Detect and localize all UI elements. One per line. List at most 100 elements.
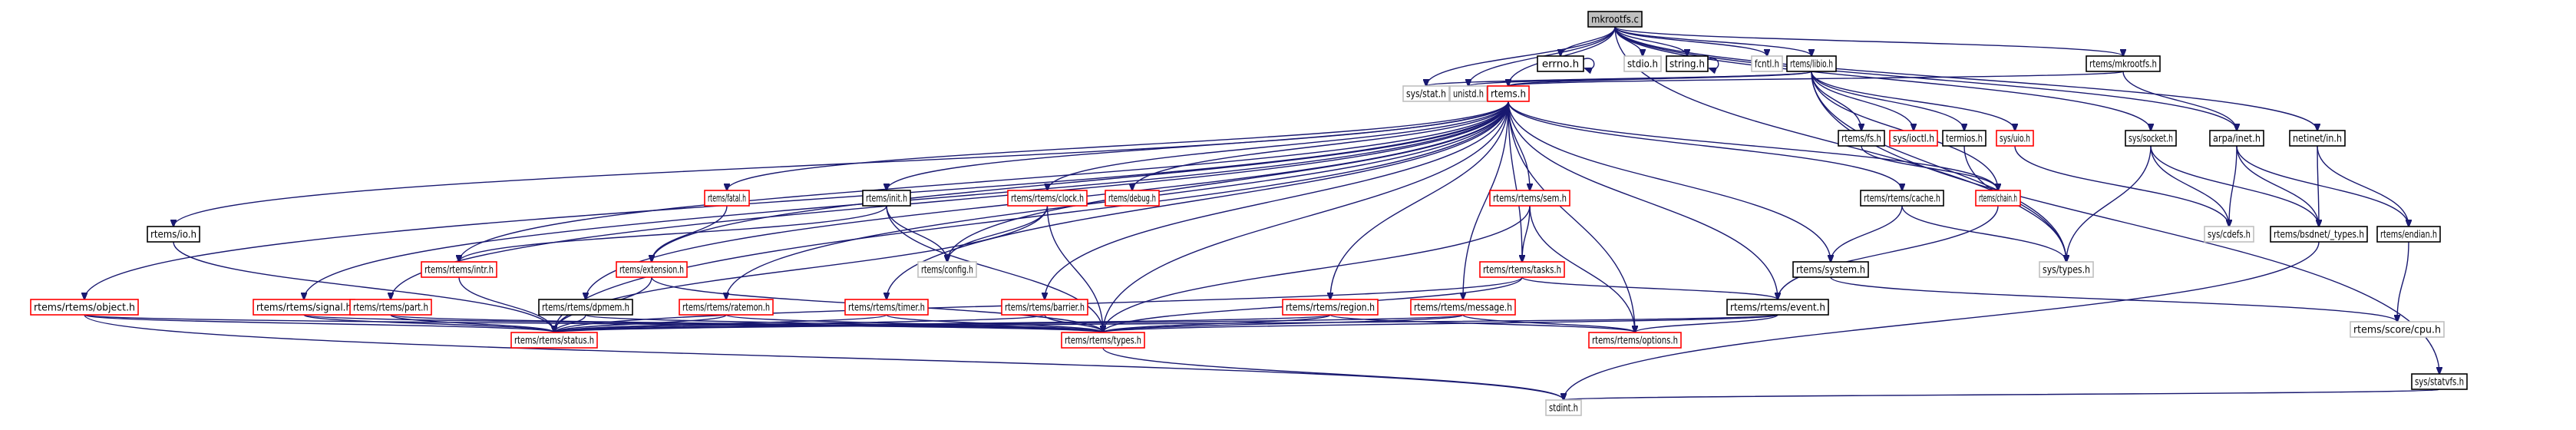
node-label: string.h [1669,58,1705,71]
node-part-h[interactable]: rtems/rtems/part.h [349,299,432,316]
node-sys-types-h[interactable]: sys/types.h [2039,261,2094,278]
node-label: rtems/rtems/status.h [514,335,594,347]
node-label: mkrootfs.c [1591,14,1639,26]
edge-mkrootfs_c-to-socket_h [1614,26,2151,131]
node-label: rtems/rtems/types.h [1065,335,1141,347]
node-debug-h[interactable]: rtems/debug.h [1105,190,1160,207]
node-chain-h[interactable]: rtems/chain.h [1975,190,2021,207]
node-label: rtems/rtems/region.h [1286,302,1375,314]
node-string-h[interactable]: string.h [1666,55,1709,72]
node-event-h[interactable]: rtems/rtems/event.h [1726,299,1829,316]
node-box [1588,332,1682,349]
node-config-h[interactable]: rtems/config.h [917,261,977,278]
edge-event_h-to-types_h [1103,314,1778,332]
node-errno-h[interactable]: errno.h [1537,55,1584,72]
node-label: rtems/rtems/options.h [1592,335,1678,347]
node-label: rtems/rtems/timer.h [848,302,925,314]
node-uio-h[interactable]: sys/uio.h [1996,130,2034,147]
node-label: arpa/inet.h [2213,133,2261,145]
edge-uio_h-to-sys_cdefs_h [2014,145,2229,227]
node-box [2204,226,2254,243]
node-sys-stat-h[interactable]: sys/stat.h [1402,85,1450,102]
edge-cache_h-to-system_h [1831,205,1903,262]
node-fatal-h[interactable]: rtems/fatal.h [704,190,750,207]
node-barrier-h[interactable]: rtems/rtems/barrier.h [1001,299,1088,316]
node-bsdnet-types-h[interactable]: rtems/bsdnet/_types.h [2270,226,2368,243]
node-stdint-h[interactable]: stdint.h [1545,399,1582,416]
node-endian-h[interactable]: rtems/endian.h [2376,226,2441,243]
node-box [679,299,774,316]
node-unistd-h[interactable]: unistd.h [1449,85,1488,102]
node-system-h[interactable]: rtems/system.h [1792,261,1869,278]
node-fcntl-h[interactable]: fcntl.h [1751,55,1783,72]
node-label: rtems/rtems/intr.h [424,264,494,276]
node-statvfs-h[interactable]: sys/statvfs.h [2411,373,2468,390]
node-sem-h[interactable]: rtems/rtems/sem.h [1489,190,1570,207]
node-mkrootfs-h[interactable]: rtems/mkrootfs.h [2086,55,2161,72]
node-box [1410,299,1516,316]
node-signal-h[interactable]: rtems/rtems/signal.h [253,299,355,316]
node-options-h[interactable]: rtems/rtems/options.h [1588,332,1682,349]
node-box [1489,190,1570,207]
edge-rtems_h-to-config_h [947,101,1509,262]
edge-init_h-to-types_h [886,205,1103,332]
edge-rtems_h-to-intr_h [459,101,1509,262]
edge-mkrootfs_c-to-netinet_in_h [1614,26,2317,131]
node-timer-h[interactable]: rtems/rtems/timer.h [844,299,929,316]
node-label: rtems/chain.h [1979,193,2017,205]
node-extension-h[interactable]: rtems/extension.h [616,261,688,278]
node-intr-h[interactable]: rtems/rtems/intr.h [421,261,497,278]
node-box [1061,332,1145,349]
edges-layer [84,26,2439,400]
node-score-cpu-h[interactable]: rtems/score/cpu.h [2350,321,2445,338]
node-label: rtems/fs.h [1841,133,1881,145]
node-io-h[interactable]: rtems/io.h [147,226,200,243]
node-cache-h[interactable]: rtems/rtems/cache.h [1860,190,1944,207]
node-dpmem-h[interactable]: rtems/rtems/dpmem.h [538,299,633,316]
edge-sem_h-to-tasks_h [1522,205,1531,262]
node-types-h[interactable]: rtems/rtems/types.h [1061,332,1145,349]
node-region-h[interactable]: rtems/rtems/region.h [1282,299,1379,316]
node-socket-h[interactable]: sys/socket.h [2125,130,2177,147]
node-label: rtems/rtems/event.h [1730,302,1825,314]
node-libio-h[interactable]: rtems/libio.h [1786,55,1837,72]
edge-barrier_h-to-status_h [554,314,1045,332]
node-label: rtems/rtems/signal.h [256,302,352,314]
edge-rtems_h-to-event_h [1508,101,1778,299]
node-label: fcntl.h [1755,58,1779,71]
node-termios-h[interactable]: termios.h [1942,130,1986,147]
edge-endian_h-to-score_cpu_h [2397,241,2409,322]
node-object-h[interactable]: rtems/rtems/object.h [30,299,139,316]
node-init-h[interactable]: rtems/init.h [862,190,911,207]
node-netinet-in-h[interactable]: netinet/in.h [2289,130,2346,147]
edge-socket_h-to-sys_cdefs_h [2150,145,2229,227]
node-mkrootfs-c[interactable]: mkrootfs.c [1587,11,1643,28]
node-clock-h[interactable]: rtems/rtems/clock.h [1007,190,1088,207]
node-rtems-h[interactable]: rtems.h [1487,85,1530,102]
node-box [349,299,432,316]
edge-errno_h-to-errno_h [1583,58,1595,69]
edge-bsdnet_types_h-to-stdint_h [1564,241,2320,400]
node-ioctl-h[interactable]: sys/ioctl.h [1889,130,1938,147]
node-ratemon-h[interactable]: rtems/rtems/ratemon.h [679,299,774,316]
node-label: rtems/io.h [150,229,197,241]
node-message-h[interactable]: rtems/rtems/message.h [1410,299,1516,316]
node-stdio-h[interactable]: stdio.h [1623,55,1662,72]
node-label: sys/types.h [2043,264,2090,276]
node-fs-h[interactable]: rtems/fs.h [1838,130,1885,147]
node-label: errno.h [1542,58,1579,71]
node-arpa-inet-h[interactable]: arpa/inet.h [2209,130,2264,147]
edge-socket_h-to-bsdnet_types_h [2150,145,2319,227]
node-box [2289,130,2346,147]
node-sys-cdefs-h[interactable]: sys/cdefs.h [2204,226,2254,243]
node-status-h[interactable]: rtems/rtems/status.h [510,332,598,349]
edge-libio_h-to-statvfs_h [1811,71,2439,374]
node-box [1007,190,1088,207]
node-box [1942,130,1986,147]
edge-libio_h-to-termios_h [1811,71,1964,131]
node-box [2125,130,2177,147]
edge-mkrootfs_h-to-arpa_inet_h [2122,71,2237,131]
node-tasks-h[interactable]: rtems/rtems/tasks.h [1479,261,1565,278]
node-label: rtems/rtems/part.h [353,302,428,314]
edge-rtems_h-to-clock_h [1048,101,1509,190]
